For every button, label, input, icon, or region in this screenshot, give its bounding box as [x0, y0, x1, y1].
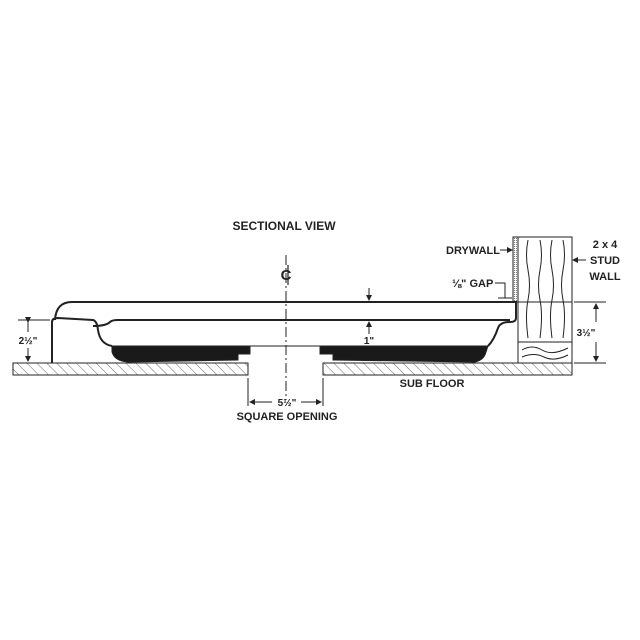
- sub-floor: [12, 362, 573, 376]
- rim-depth-value: 1": [364, 336, 375, 347]
- sub-floor-label: SUB FLOOR: [400, 378, 465, 390]
- stud-wall-label-2: STUD: [590, 255, 620, 267]
- stud-wall: [517, 236, 573, 364]
- opening-width-value: 5½": [278, 398, 297, 409]
- stud-wall-label-3: WALL: [589, 271, 620, 283]
- dimension-flange-height: [574, 301, 606, 364]
- centerline: C: [281, 255, 292, 400]
- drywall: [512, 236, 519, 303]
- base-height-value: 2½": [19, 336, 38, 347]
- stud-wall-label-1: 2 x 4: [593, 239, 618, 251]
- dimension-base-height: [18, 317, 50, 362]
- diagram-title: SECTIONAL VIEW: [232, 219, 336, 233]
- shower-base: [51, 301, 517, 363]
- square-opening-label: SQUARE OPENING: [237, 411, 338, 423]
- dimension-opening-width: [247, 378, 324, 406]
- flange-height-value: 3½": [577, 328, 596, 339]
- drywall-label: DRYWALL: [446, 245, 500, 257]
- gap-label: ⅛" GAP: [452, 278, 493, 290]
